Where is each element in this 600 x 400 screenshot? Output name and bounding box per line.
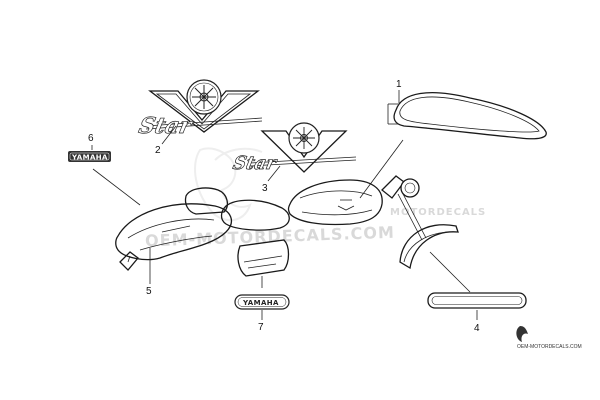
emblem-small: Star bbox=[231, 122, 357, 174]
callout-5: 5 bbox=[146, 286, 152, 297]
callout-2: 2 bbox=[155, 145, 161, 156]
callout-1: 1 bbox=[396, 79, 402, 90]
footer-logo-icon bbox=[516, 326, 528, 342]
emblem-small-script: Star bbox=[231, 153, 279, 174]
callout-4: 4 bbox=[474, 323, 480, 334]
emblem-large: Star bbox=[136, 79, 263, 139]
watermark-side-text: MOTORDECALS bbox=[390, 207, 486, 218]
callout-4-leader-2 bbox=[429, 251, 471, 293]
yamaha-badge-outline: YAMAHA bbox=[234, 294, 290, 310]
tuning-fork-icon bbox=[192, 85, 216, 109]
footer-text: OEM-MOTORDECALS.COM bbox=[517, 344, 582, 350]
callout-6-leader-2 bbox=[92, 168, 141, 206]
callout-2-leader bbox=[161, 125, 177, 145]
watermark-text: OEM-MOTORDECALS.COM bbox=[145, 223, 395, 251]
motorcycle-illustration bbox=[115, 175, 459, 277]
fender-stripe-decal bbox=[427, 292, 527, 309]
emblem-large-script: Star bbox=[136, 113, 196, 139]
callout-7: 7 bbox=[258, 322, 264, 333]
tuning-fork-icon-small bbox=[293, 127, 315, 149]
yamaha-badge-dark-text: YAMAHA bbox=[71, 154, 108, 162]
callout-3: 3 bbox=[262, 183, 268, 194]
yamaha-badge-outline-text: YAMAHA bbox=[242, 299, 279, 307]
callout-1-leader bbox=[359, 90, 404, 199]
tank-stripe-decal bbox=[393, 92, 547, 140]
callout-6: 6 bbox=[88, 133, 94, 144]
callout-3-leader bbox=[267, 165, 281, 182]
yamaha-badge-dark: YAMAHA bbox=[68, 151, 111, 162]
